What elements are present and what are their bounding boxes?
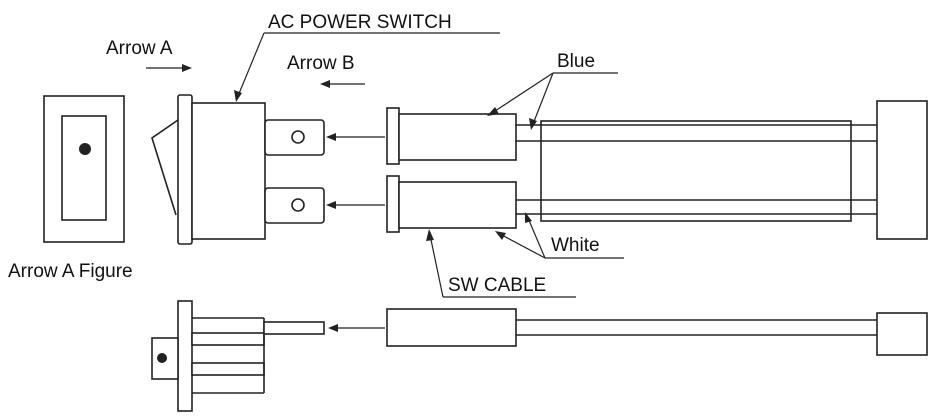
sw-cable-label: SW CABLE [448,275,546,296]
cable-sleeve [540,120,852,222]
cable-end-connector [876,100,928,240]
terminal-lower-hole [291,198,305,212]
insertion-arrows [326,133,385,209]
rocker-actuator [151,119,179,216]
white-connector-body [398,181,517,229]
outlet-flange [177,300,193,412]
arrow-a-indicator [146,64,192,72]
sw-cable-leader [426,229,576,298]
white-label: White [551,235,600,256]
rocker-dot-icon [79,143,91,155]
switch-body [191,102,266,240]
arrow-a-figure [43,95,125,243]
blue-leader [487,72,618,130]
switch-face-outline [43,95,125,243]
switch-bezel [177,94,193,245]
ac-power-switch-leader [234,32,500,102]
outlet-terminal-lower [191,362,265,376]
outlet-tab-dot-icon [157,353,167,363]
terminal-lower [264,187,325,224]
arrow-b-label: Arrow B [287,53,355,74]
arrow-b-indicator [320,80,365,88]
terminal-upper-hole [291,130,305,144]
bottom-end-connector [876,312,928,356]
rocker-outline [61,115,107,221]
blue-label: Blue [557,51,595,72]
outlet-pin [263,321,325,335]
white-connector [386,175,877,233]
blue-connector-body [398,113,517,161]
white-leader [495,212,624,259]
arrow-a-figure-label: Arrow A Figure [8,261,133,282]
outlet-terminal-upper [191,332,265,346]
ac-power-switch-label: AC POWER SWITCH [268,12,452,33]
terminal-upper [264,119,325,156]
bottom-connector-body [386,308,517,347]
blue-connector-flange [386,107,400,165]
ac-power-switch [151,94,325,245]
arrow-a-label: Arrow A [106,38,173,59]
bottom-assembly [151,300,928,412]
white-connector-flange [386,175,400,233]
blue-connector [386,107,877,165]
